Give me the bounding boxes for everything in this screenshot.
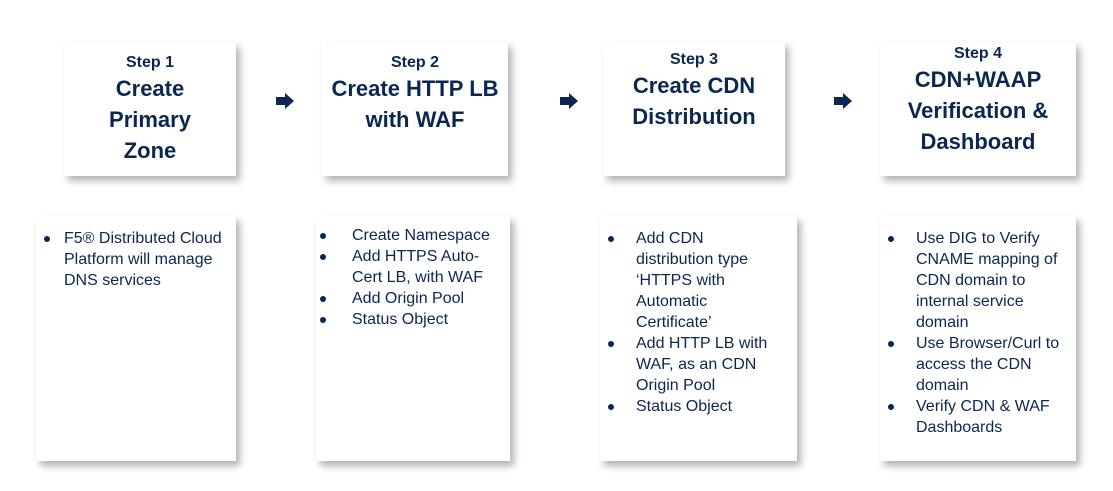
step-1-bullet-list: F5® Distributed Cloud Platform will mana… — [40, 228, 236, 291]
step-4-label: Step 4 — [953, 45, 1002, 62]
step-2-details: Create Namespace Add HTTPS Auto-Cert LB,… — [316, 216, 510, 461]
step-3-title: Create CDN Distribution — [632, 73, 756, 129]
list-item: Status Object — [316, 309, 510, 330]
step-1-header: Step 1 Create Primary Zone — [64, 42, 236, 176]
list-item: Create Namespace — [316, 225, 510, 246]
list-item: Add CDN distribution type ‘HTTPS with Au… — [604, 228, 778, 333]
step-2-bullet-list: Create Namespace Add HTTPS Auto-Cert LB,… — [316, 225, 510, 330]
step-1-title: Create Primary Zone — [109, 75, 191, 163]
list-item: Add Origin Pool — [316, 288, 510, 309]
step-1-details: F5® Distributed Cloud Platform will mana… — [36, 216, 236, 461]
step-3-header: Step 3 Create CDN Distribution — [603, 42, 785, 176]
arrow-right-icon — [834, 93, 852, 109]
step-4-details: Use DIG to Verify CNAME mapping of CDN d… — [880, 216, 1076, 461]
list-item: Verify CDN & WAF Dashboards — [884, 396, 1062, 438]
step-1-label: Step 1 — [125, 53, 174, 71]
list-item: Use Browser/Curl to access the CDN domai… — [884, 333, 1068, 396]
list-item: F5® Distributed Cloud Platform will mana… — [40, 228, 240, 291]
step-4-bullet-list: Use DIG to Verify CNAME mapping of CDN d… — [884, 228, 1076, 438]
step-3-bullet-list: Add CDN distribution type ‘HTTPS with Au… — [604, 228, 797, 417]
arrow-right-icon — [560, 93, 578, 109]
step-2-label: Step 2 — [390, 54, 439, 71]
step-2-title: Create HTTP LB with WAF — [331, 76, 499, 132]
step-4-header: Step 4 CDN+WAAP Verification & Dashboard — [880, 42, 1076, 176]
list-item: Status Object — [604, 396, 797, 417]
step-4-title: CDN+WAAP Verification & Dashboard — [907, 67, 1049, 154]
list-item: Use DIG to Verify CNAME mapping of CDN d… — [884, 228, 1066, 333]
list-item: Add HTTPS Auto-Cert LB, with WAF — [316, 246, 502, 288]
step-3-details: Add CDN distribution type ‘HTTPS with Au… — [600, 216, 797, 461]
arrow-right-icon — [276, 93, 294, 109]
step-3-label: Step 3 — [669, 51, 718, 68]
list-item: Add HTTP LB with WAF, as an CDN Origin P… — [604, 333, 786, 396]
step-2-header: Step 2 Create HTTP LB with WAF — [322, 42, 508, 176]
